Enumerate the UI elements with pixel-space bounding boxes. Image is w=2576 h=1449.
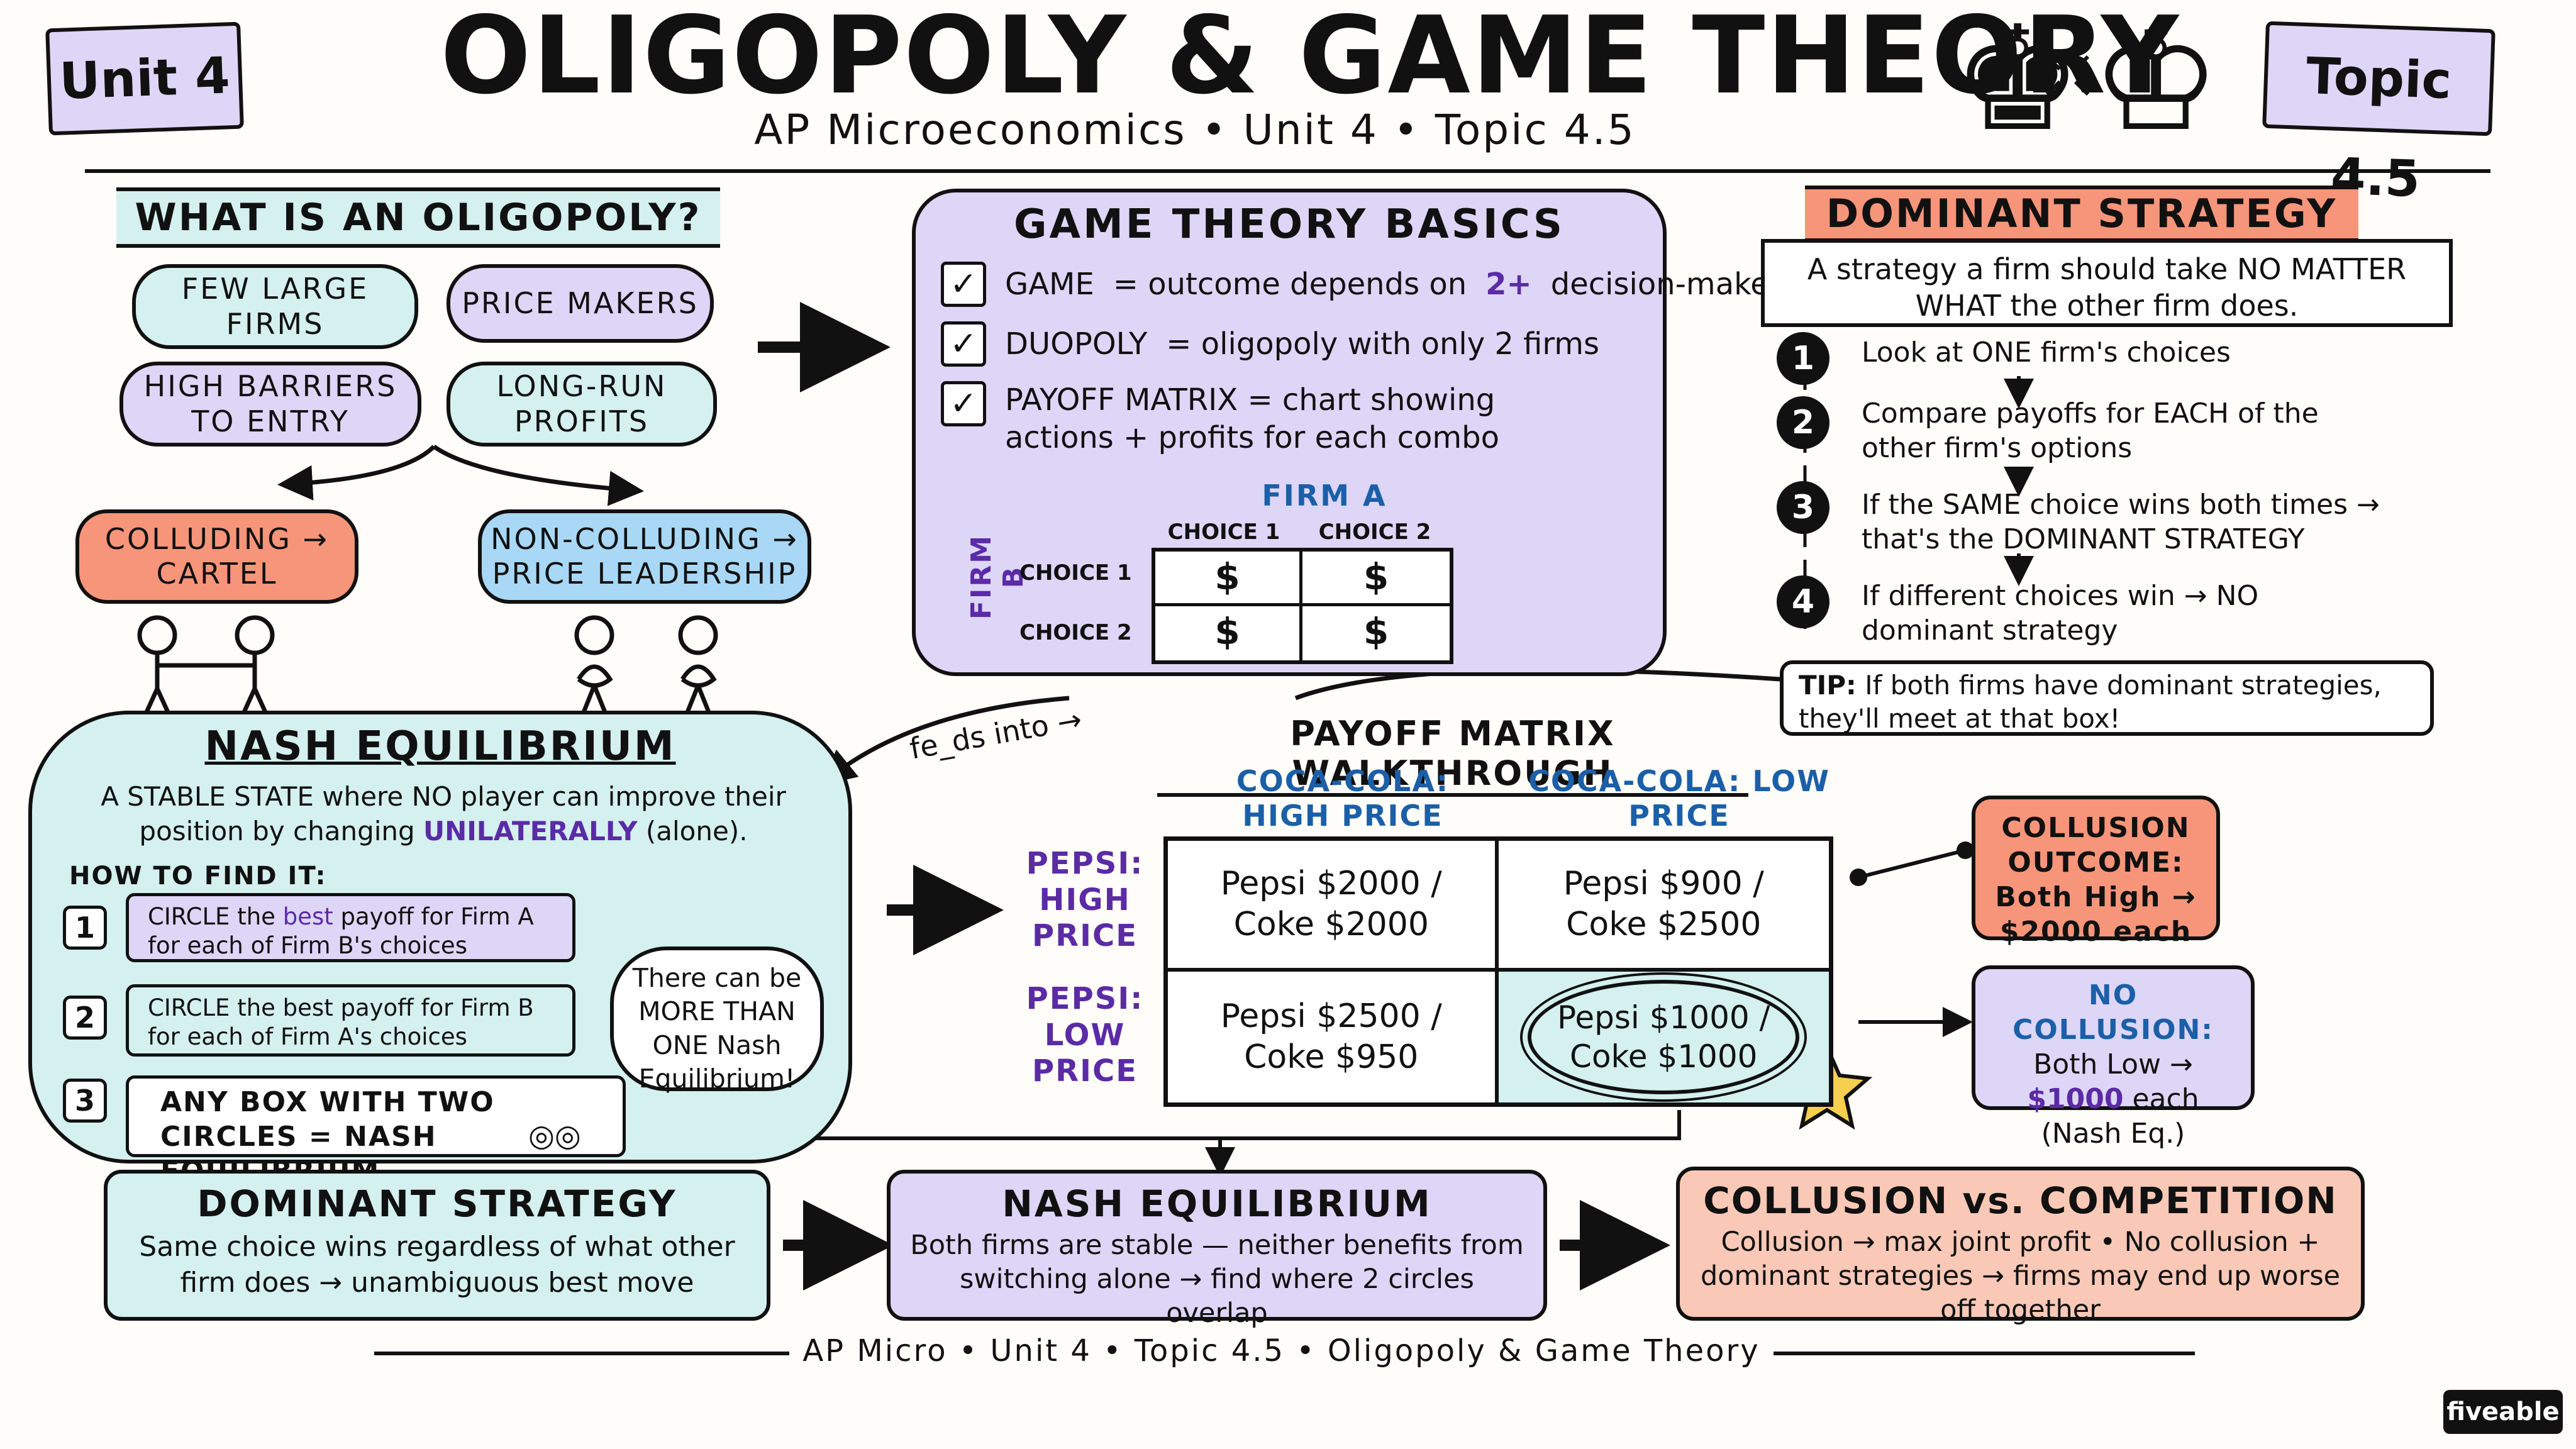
dominant-step-1: Look at ONE firm's choices [1862,336,2231,369]
gt-item-game: ✓ GAME = outcome depends on 2+ decision-… [941,262,1797,307]
dominant-step-2: Compare payoffs for EACH of the other fi… [1862,397,2319,464]
dominant-definition: A strategy a firm should take NO MATTER … [1761,239,2453,327]
summary-title: NASH EQUILIBRIUM [1002,1182,1432,1225]
no-collusion-text: Both Low → [2033,1048,2193,1080]
step-number-icon: 3 [1777,481,1829,534]
gt-term: DUOPOLY [1005,326,1148,362]
gt-def: = oligopoly with only 2 firms [1166,326,1600,362]
checkbox-icon: ✓ [941,321,986,367]
topic-badge: Topic 4.5 [2262,21,2496,208]
colluding-cartel-bubble: COLLUDING → CARTEL [75,509,358,604]
matrix-cell: $ [1363,609,1389,653]
no-collusion-callout: NO COLLUSION: Both Low → $1000 each (Nas… [1972,965,2255,1150]
step-number-icon: 1 [1777,332,1829,385]
matrix-col-header: FIRM A [1262,479,1387,513]
dominant-step-4: If different choices win → NO dominant s… [1862,580,2259,647]
gt-def: decision-makers [1550,267,1797,302]
oligopoly-heading: WHAT IS AN OLIGOPOLY? [116,187,720,248]
non-colluding-bubble: NON-COLLUDING → PRICE LEADERSHIP [478,509,811,604]
summary-body: Collusion → max joint profit • No collus… [1700,1226,2341,1326]
summary-title: DOMINANT STRATEGY [197,1182,677,1225]
nash-heading: NASH EQUILIBRIUM [204,723,676,770]
step-number-icon: 1 [63,906,107,950]
dominant-tip: TIP: If both firms have dominant strateg… [1780,660,2434,736]
spark-icon [2041,55,2094,96]
colluding-figures-icon [137,615,275,724]
gt-term: PAYOFF MATRIX [1005,382,1238,418]
unit-badge: Unit 4 [45,21,244,136]
walkthrough-cell: Pepsi $2000 / Coke $2000 [1220,865,1442,943]
basic-payoff-matrix: $ $ $ $ [1152,548,1453,664]
nash-definition: A STABLE STATE where NO player can impro… [94,780,792,848]
tip-label: TIP: [1799,670,1857,701]
nash-step-text: payoff for Firm A for each of Firm B's c… [148,903,534,960]
nash-how-label: HOW TO FIND IT: [69,862,327,891]
summary-collusion-vs-competition: COLLUSION vs. COMPETITION Collusion → ma… [1676,1167,2365,1326]
dominant-heading: DOMINANT STRATEGY [1805,186,2358,242]
gt-def: = chart showing actions + profits for ea… [1005,382,1499,455]
page-subtitle: AP Microeconomics • Unit 4 • Topic 4.5 [754,106,1636,154]
nash-def-text: (alone). [645,815,748,847]
nash-step-2: CIRCLE the best payoff for Firm B for ea… [126,984,575,1057]
matrix-row-label: CHOICE 1 [1019,560,1132,586]
game-theory-panel: GAME THEORY BASICS ✓ GAME = outcome depe… [912,189,1797,676]
gt-term: GAME [1005,267,1094,302]
step-number-icon: 2 [63,996,107,1040]
no-collusion-text: each (Nash Eq.) [2041,1083,2199,1150]
gt-highlight: 2+ [1485,267,1532,302]
walkthrough-heading: PAYOFF MATRIX WALKTHROUGH [1157,714,1748,797]
summary-body: Same choice wins regardless of what othe… [139,1231,735,1299]
nash-def-text: A STABLE STATE where NO player can impro… [101,781,786,847]
walkthrough-cell: Pepsi $2500 / Coke $950 [1220,997,1442,1076]
checkbox-icon: ✓ [941,262,986,307]
nash-note-bubble: There can be MORE THAN ONE Nash Equilibr… [610,947,824,1094]
trait-price-makers: PRICE MAKERS [447,264,714,343]
page-title: OLIGOPOLY & GAME THEORY [440,0,2180,118]
chess-black-king-icon: ♚ [1953,0,2083,164]
gt-def: = outcome depends on [1113,267,1467,302]
summary-title: COLLUSION vs. COMPETITION [1703,1179,2338,1222]
matrix-cell: $ [1302,552,1450,606]
matrix-col-label: CHOICE 2 [1318,519,1431,545]
walkthrough-matrix: Pepsi $2000 / Coke $2000 Pepsi $900 / Co… [1163,836,1833,1107]
matrix-row-label: CHOICE 2 [1019,620,1132,645]
walkthrough-row-header: PEPSI: HIGH PRICE [1026,846,1144,954]
matrix-col-label: CHOICE 1 [1167,519,1280,545]
trait-long-run-profits: LONG-RUN PROFITS [447,362,717,447]
double-circle-icon: ◎◎ [528,1118,581,1153]
nash-equilibrium-cell: Pepsi $1000 / Coke $1000 [1498,972,1829,1102]
footer-text: AP Micro • Unit 4 • Topic 4.5 • Oligopol… [802,1333,1760,1368]
matrix-cell: $ [1155,606,1302,660]
tip-text: If both firms have dominant strategies, … [1799,670,2382,734]
walkthrough-col-header: COCA-COLA: HIGH PRICE [1236,764,1450,833]
matrix-cell: $ [1155,552,1302,606]
trait-few-large-firms: FEW LARGE FIRMS [132,264,418,349]
dominant-step-3: If the SAME choice wins both times → tha… [1862,489,2380,555]
trait-high-barriers: HIGH BARRIERS TO ENTRY [119,362,421,447]
nash-step-highlight: best [282,903,333,930]
walkthrough-cell: Pepsi $900 / Coke $2500 [1563,865,1764,943]
game-theory-heading: GAME THEORY BASICS [1014,201,1565,248]
non-colluding-figures-icon [574,615,718,718]
no-collusion-title: NO COLLUSION: [2012,979,2214,1046]
summary-body: Both firms are stable — neither benefits… [910,1230,1524,1329]
walkthrough-col-header: COCA-COLA: LOW PRICE [1528,764,1830,833]
nash-step-1: CIRCLE the best payoff for Firm A for ea… [126,893,575,962]
step-number-icon: 4 [1777,575,1829,628]
gt-item-payoff-matrix: ✓ PAYOFF MATRIX = chart showing actions … [941,381,1546,457]
step-number-icon: 2 [1777,396,1829,449]
checkbox-icon: ✓ [941,381,986,426]
nash-step-text: CIRCLE the [148,903,275,930]
brand-logo: fiveable [2443,1390,2563,1434]
nash-def-highlight: UNILATERALLY [423,815,638,847]
gt-item-duopoly: ✓ DUOPOLY = oligopoly with only 2 firms [941,321,1599,367]
collusion-outcome-callout: COLLUSION OUTCOME: Both High → $2000 eac… [1972,796,2220,948]
summary-dominant-strategy: DOMINANT STRATEGY Same choice wins regar… [104,1170,770,1321]
no-collusion-highlight: $1000 [2027,1083,2124,1115]
walkthrough-row-header: PEPSI: LOW PRICE [1026,981,1144,1089]
walkthrough-cell: Pepsi $1000 / Coke $1000 [1520,972,1807,1102]
chess-white-king-icon: ♔ [2091,0,2221,164]
step-number-icon: 3 [63,1079,107,1123]
summary-nash-equilibrium: NASH EQUILIBRIUM Both firms are stable —… [887,1170,1547,1329]
